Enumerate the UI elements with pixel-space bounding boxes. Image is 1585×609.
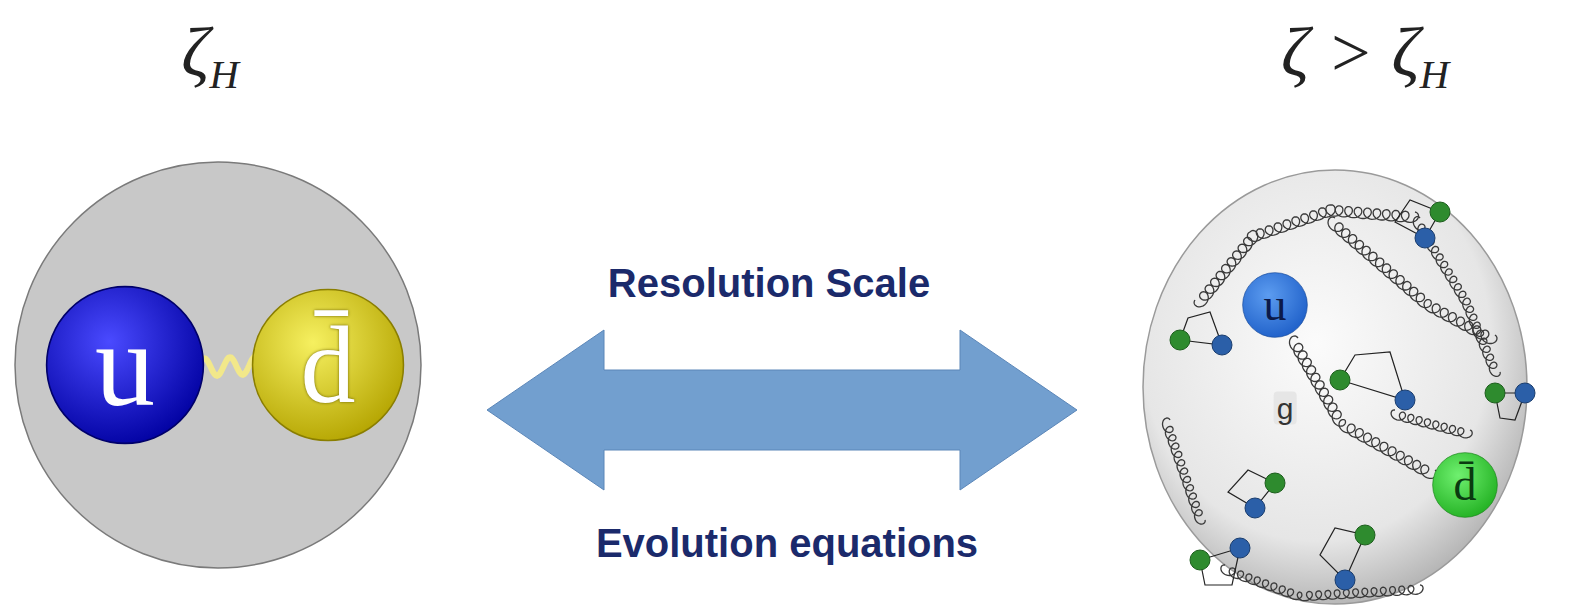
- sea-quark: [1245, 498, 1265, 518]
- hadron-sphere: [1143, 170, 1527, 604]
- quark-circle: u: [45, 285, 205, 445]
- quark-circle: d̄: [1432, 452, 1498, 518]
- gluon-line: [1247, 205, 1335, 242]
- sea-quark: [1515, 383, 1535, 403]
- sea-quark: [1395, 390, 1415, 410]
- sea-quark: [1355, 525, 1375, 545]
- scale-heading: ζH: [181, 11, 239, 100]
- antiquark-label: d̄: [251, 288, 405, 442]
- sea-quark: [1335, 570, 1355, 590]
- gluon-line: [1163, 418, 1206, 524]
- gluon-line: [1463, 298, 1501, 376]
- hadron-circle: [15, 162, 421, 568]
- circle-fill: [1433, 453, 1498, 518]
- gluon-label: g: [1274, 392, 1297, 425]
- gluon-line: [1339, 420, 1437, 479]
- quark-loop: [1340, 352, 1405, 400]
- quark-label: u: [45, 285, 205, 445]
- hadron-node: ζHud̄: [15, 162, 421, 568]
- quark-circle: d̄: [251, 288, 405, 442]
- gluon-line: [1391, 410, 1472, 438]
- sea-quark: [1485, 383, 1505, 403]
- circle-fill: [1243, 273, 1308, 338]
- scale-heading: ζ > ζH: [1281, 11, 1449, 100]
- quark-circle: u: [1242, 272, 1308, 338]
- sea-quark: [1170, 330, 1190, 350]
- sea-quark: [1415, 228, 1435, 248]
- double-arrow: [487, 330, 1077, 490]
- gluon-line: [1297, 585, 1423, 601]
- sea-quark: [1330, 370, 1350, 390]
- antiquark-label: d̄: [1432, 452, 1498, 518]
- arrow-label: Resolution Scale: [608, 259, 930, 307]
- gluon-line: [1328, 217, 1431, 308]
- hadron-node: ζ > ζHgud̄: [1143, 170, 1527, 604]
- sea-partons: [1163, 200, 1536, 601]
- arrow-label: Evolution equations: [596, 519, 978, 567]
- sea-quark: [1265, 473, 1285, 493]
- sea-quark: [1430, 202, 1450, 222]
- sea-quark: [1230, 538, 1250, 558]
- gluon-line: [1424, 300, 1497, 344]
- quark-label: u: [1242, 272, 1308, 338]
- sea-quark: [1212, 335, 1232, 355]
- gluon-line: [1413, 217, 1470, 305]
- sea-quark: [1190, 550, 1210, 570]
